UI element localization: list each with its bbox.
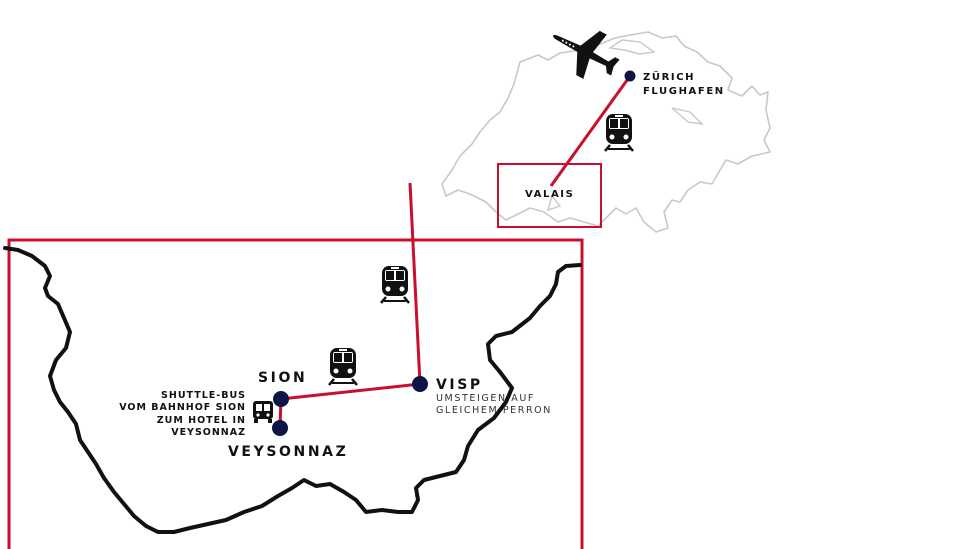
visp-station-dot [412, 376, 428, 392]
route-north-visp [408, 182, 422, 385]
route-zurich-valais [549, 75, 632, 187]
valais-border [3, 246, 582, 534]
zurich-label-line1: ZÜRICH [643, 69, 695, 83]
valais-label: VALAIS [525, 189, 574, 200]
airplane-icon [553, 30, 620, 79]
route-visp-sion [280, 382, 421, 401]
visp-label: VISP [436, 377, 483, 393]
train-icon [379, 264, 411, 305]
shuttle-note-line4: VEYSONNAZ [171, 427, 246, 438]
valais-detail-frame [7, 238, 584, 549]
sion-station-dot [273, 391, 289, 407]
visp-note-line2: GLEICHEM PERRON [436, 405, 552, 416]
train-icon [327, 346, 359, 387]
shuttle-note-line2: VOM BAHNHOF SION [119, 402, 246, 413]
bus-icon [253, 401, 273, 423]
visp-note-line1: UMSTEIGEN AUF [436, 393, 535, 404]
shuttle-note-line1: SHUTTLE-BUS [161, 390, 246, 401]
veysonnaz-label: VEYSONNAZ [228, 444, 348, 460]
valais-box [497, 163, 602, 228]
veysonnaz-station-dot [272, 420, 288, 436]
zurich-station-dot [624, 70, 636, 82]
lake-outline [546, 39, 704, 212]
train-icon [603, 112, 635, 153]
sion-label: SION [258, 370, 307, 386]
shuttle-note-line3: ZUM HOTEL IN [157, 415, 246, 426]
zurich-label-line2: FLUGHAFEN [643, 86, 725, 97]
switzerland-outline [441, 31, 771, 233]
